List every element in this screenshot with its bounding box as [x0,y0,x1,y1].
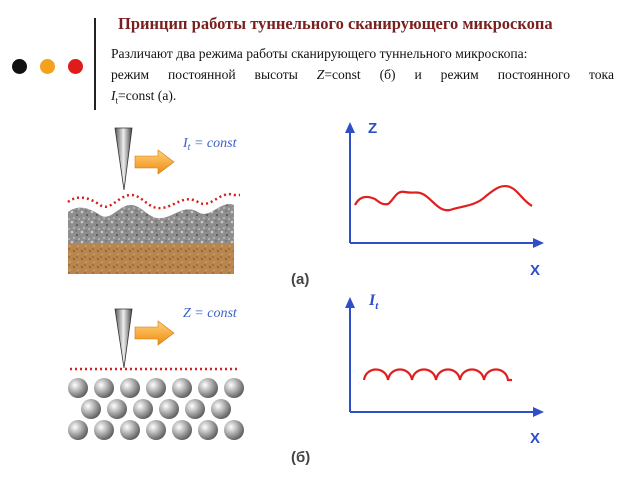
figure-a-caption: (a) [291,271,309,288]
tip-trajectory-dotted [67,192,240,210]
atom [133,399,153,419]
line2-text-a: режим постоянной высоты [111,67,317,82]
atom [107,399,127,419]
line3-var: I [111,88,116,103]
graph-b-curve [362,368,512,382]
atom [224,378,244,398]
line2-text-b: =const (б) и режим постоянного тока [324,67,614,82]
constant-current-label: It = const [182,136,238,153]
slide-title: Принцип работы туннельного сканирующего … [118,14,553,33]
graph-b-y-label: It [368,292,379,312]
paragraph-line-3: It=const (а). [111,85,614,112]
graph-a-y-label: Z [368,120,377,137]
title-divider [94,18,96,110]
atom [172,420,192,440]
tip-icon [114,127,133,191]
graph-a-curve [354,184,533,212]
atom [146,378,166,398]
right-arrow-icon-b [134,320,175,346]
atom [120,378,140,398]
atom [185,399,205,419]
atom [211,399,231,419]
graph-b-axes [345,297,544,417]
decorative-dots [12,59,84,75]
atom [94,378,114,398]
atom-lattice [68,378,244,440]
red-dot [68,59,83,74]
graph-b-x-label: X [530,430,540,447]
graph-a-x-label: X [530,262,540,279]
atom [68,378,88,398]
line3-sub: t [115,95,119,106]
sample-surface [68,204,234,244]
atom [146,420,166,440]
atom [198,420,218,440]
atom [81,399,101,419]
line3-text: =const (а). [118,88,177,103]
paragraph-line-2: режим постоянной высоты Z=const (б) и ре… [111,64,614,85]
black-dot [12,59,27,74]
graph-a-axes [345,122,544,248]
atom [68,420,88,440]
substrate-layer [68,244,234,274]
atom [159,399,179,419]
orange-dot [40,59,55,74]
constant-height-label: Z = const [183,306,238,321]
atom [198,378,218,398]
atom [172,378,192,398]
description-paragraph: Различают два режима работы сканирующего… [111,43,614,112]
line2-var: Z [316,67,325,82]
atom [94,420,114,440]
tip-icon-b [114,308,133,369]
right-arrow-icon [134,149,175,175]
figure-b-caption: (б) [291,449,310,466]
paragraph-line-1: Различают два режима работы сканирующего… [111,46,528,61]
atom [224,420,244,440]
atom [120,420,140,440]
